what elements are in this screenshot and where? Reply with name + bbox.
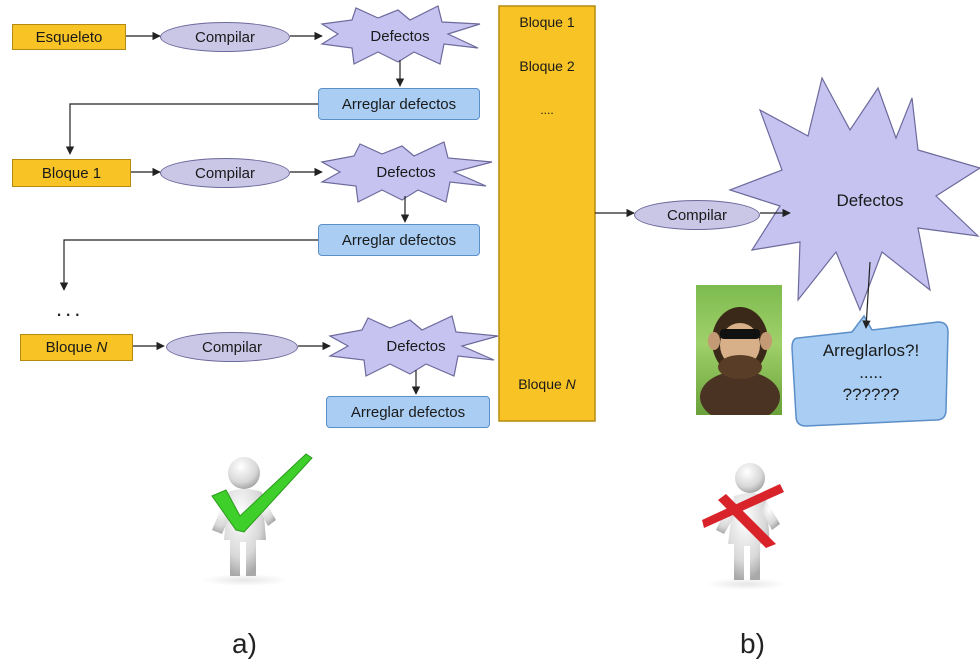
callout-balloon (791, 314, 949, 427)
stack-block1: Bloque 1 (519, 14, 575, 30)
defects-label-2: Defectos (376, 163, 436, 181)
figure-with-check (201, 453, 313, 586)
stack-blockN-n: N (565, 376, 576, 392)
start-box-blockN-n: N (96, 339, 108, 356)
stack-dots: .... (540, 103, 554, 117)
compile-oval-2: Compilar (160, 158, 290, 188)
monkey-photo (696, 285, 782, 415)
defects-label-big: Defectos (836, 191, 904, 210)
panel-label-b: b) (740, 628, 765, 659)
start-box-skeleton: Esqueleto (12, 24, 126, 50)
fix-box-1: Arreglar defectos (318, 88, 480, 120)
start-box-blockN-prefix: Bloque (45, 339, 97, 356)
defects-label-3: Defectos (386, 337, 446, 355)
defects-burst-big (728, 76, 980, 312)
defects-burst-1 (320, 5, 481, 65)
panel-label-a: a) (232, 628, 257, 659)
callout-line-3: ?????? (842, 385, 900, 404)
block-stack (498, 5, 596, 422)
compile-oval-1: Compilar (160, 22, 290, 52)
compile-oval-b: Compilar (634, 200, 760, 230)
figure-with-cross (702, 463, 786, 590)
stack-block2: Bloque 2 (519, 58, 575, 74)
fix-box-3: Arreglar defectos (326, 396, 490, 428)
fix-box-2: Arreglar defectos (318, 224, 480, 256)
defects-burst-2 (320, 141, 493, 203)
callout-line-1: Arreglarlos?! (822, 341, 920, 360)
compile-oval-3: Compilar (166, 332, 298, 362)
stack-blockN: Bloque N (499, 374, 595, 394)
callout-line-2: ..... (859, 363, 883, 382)
start-box-block1: Bloque 1 (12, 159, 131, 187)
callout-text: Arreglarlos?! ..... ?????? (796, 340, 946, 406)
cross-mark-icon (702, 484, 784, 548)
start-box-blockN: Bloque N (20, 334, 133, 361)
ellipsis: ... (56, 296, 84, 321)
defects-label-1: Defectos (370, 27, 430, 45)
defects-burst-3 (328, 315, 499, 377)
check-mark-icon (211, 453, 313, 533)
stack-blockN-prefix: Bloque (518, 376, 566, 392)
